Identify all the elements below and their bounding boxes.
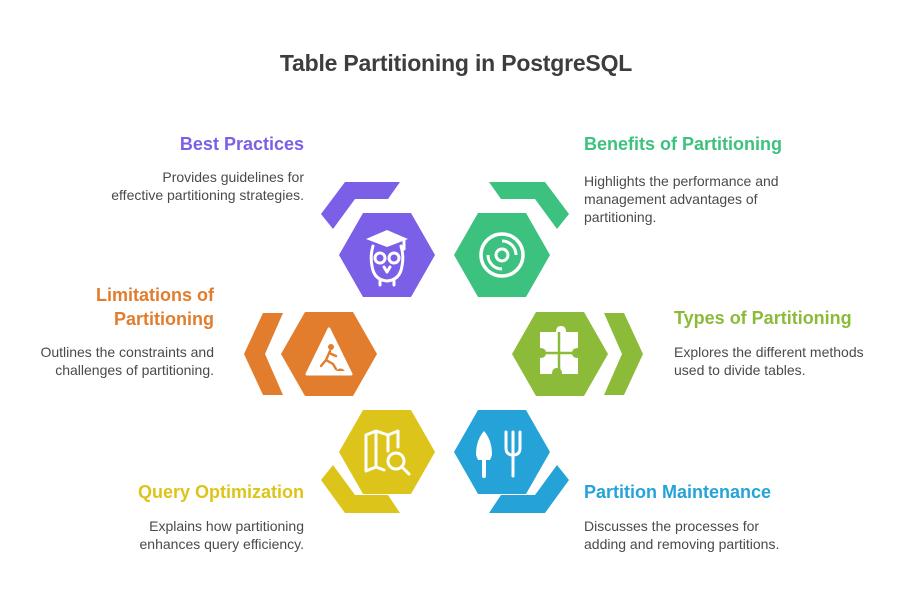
types-description: Explores the different methods used to d…	[674, 343, 864, 379]
query-description: Explains how partitioning enhances query…	[140, 517, 304, 553]
best-practices-desc-line: Provides guidelines for	[162, 169, 304, 185]
best-practices-chevron	[321, 182, 400, 229]
benefits-chevron	[489, 182, 569, 229]
garden-tools-icon	[476, 430, 522, 478]
limitations-heading-line: Limitations of	[96, 285, 214, 305]
limitations-heading: Limitations of Partitioning	[96, 283, 214, 331]
query-heading: Query Optimization	[137, 482, 304, 502]
benefits-heading: Benefits of Partitioning	[584, 134, 782, 154]
maintenance-heading: Partition Maintenance	[584, 482, 772, 502]
maintenance-desc-line: Discusses the processes for	[584, 518, 760, 534]
maintenance-description: Discusses the processes for adding and r…	[584, 517, 779, 553]
limitations-chevron	[244, 313, 283, 395]
owl-graduate-icon	[366, 230, 408, 287]
query-chevron	[321, 465, 400, 513]
diagram-title: Table Partitioning in PostgreSQL	[279, 50, 633, 76]
limitations-segment	[244, 312, 377, 396]
best-practices-heading: Best Practices	[179, 134, 304, 154]
limitations-desc-line: Outlines the constraints and	[40, 344, 214, 360]
best-practices-description: Provides guidelines for effective partit…	[111, 168, 304, 204]
limitations-desc-line: challenges of partitioning.	[55, 362, 214, 378]
benefits-desc-line: management advantages of	[584, 191, 758, 207]
limitations-heading-line: Partitioning	[114, 309, 214, 329]
types-desc-line: used to divide tables.	[674, 362, 806, 378]
benefits-segment	[454, 182, 569, 297]
map-search-icon	[364, 429, 411, 476]
types-desc-line: Explores the different methods	[674, 344, 864, 360]
types-heading: Types of Partitioning	[674, 308, 852, 328]
best-practices-hexagon	[339, 213, 435, 297]
best-practices-desc-line: effective partitioning strategies.	[111, 187, 304, 203]
benefits-desc-line: Highlights the performance and	[584, 173, 779, 189]
benefits-desc-line: partitioning.	[584, 209, 657, 225]
caution-sign-icon	[305, 327, 353, 376]
disc-icon	[479, 232, 525, 278]
query-desc-line: enhances query efficiency.	[139, 536, 304, 552]
maintenance-desc-line: adding and removing partitions.	[584, 536, 780, 552]
types-chevron	[604, 313, 643, 395]
benefits-hexagon	[454, 213, 550, 297]
query-desc-line: Explains how partitioning	[149, 518, 304, 534]
maintenance-chevron	[489, 465, 569, 513]
benefits-description: Highlights the performance and managemen…	[584, 172, 779, 226]
maintenance-segment	[454, 410, 569, 513]
query-segment	[321, 410, 435, 513]
puzzle-icon	[540, 326, 578, 374]
maintenance-hexagon	[454, 410, 550, 494]
limitations-description: Outlines the constraints and challenges …	[40, 343, 214, 379]
best-practices-segment	[321, 182, 435, 297]
